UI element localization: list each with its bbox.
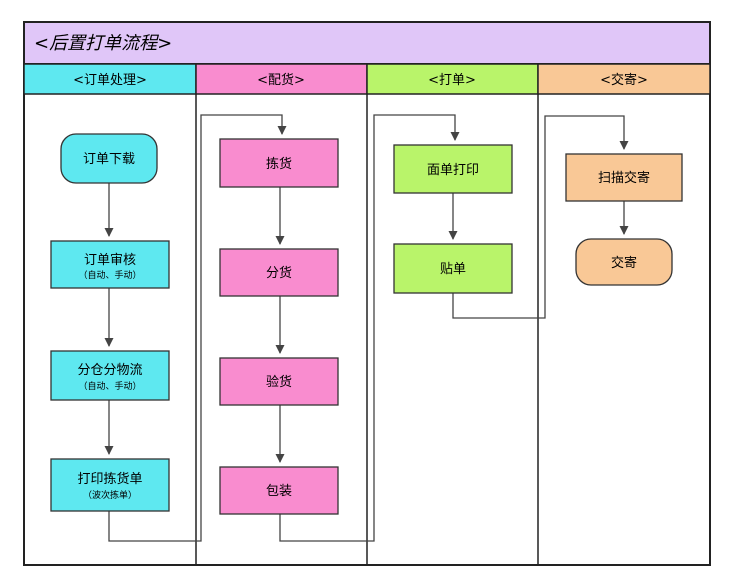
node-label: 打印拣货单: [77, 471, 142, 487]
node-sublabel: （自动、手动）: [78, 269, 141, 281]
node-label: 分仓分物流: [77, 363, 142, 378]
lane-label-handover: <交寄>: [600, 72, 648, 88]
node-sublabel: （波次拣单）: [83, 489, 137, 501]
node-label: 面单打印: [427, 163, 479, 178]
lane-header-print: [366, 63, 539, 95]
lane-header-order: [23, 63, 197, 95]
node-packing: 包装: [219, 466, 339, 515]
title-bar: [23, 21, 711, 65]
node-label: 拣货: [266, 156, 292, 172]
node-label: 分货: [266, 265, 292, 281]
node-label: 订单下载: [83, 152, 135, 167]
connector-printlist-picking: [108, 114, 287, 542]
node-label: 交寄: [611, 255, 637, 271]
node-attach-label: 贴单: [393, 243, 513, 294]
lane-label-print: <打单>: [428, 73, 476, 88]
connector-packing-waybill: [279, 114, 460, 542]
node-scan-handover: 扫描交寄: [565, 153, 683, 202]
node-label: 贴单: [440, 262, 466, 277]
node-inspection: 验货: [219, 357, 339, 406]
node-sorting: 分货: [219, 248, 339, 297]
lane-header-handover: [537, 63, 711, 95]
diagram-title: <后置打单流程>: [34, 33, 172, 54]
lane-label-pick: <配货>: [257, 72, 305, 88]
node-order-download: 订单下载: [60, 133, 158, 184]
connector-attach-scan: [452, 115, 629, 319]
lane-label-order: <订单处理>: [73, 73, 147, 88]
node-order-review: 订单审核 （自动、手动）: [50, 240, 170, 289]
node-sublabel: （自动、手动）: [78, 380, 141, 392]
node-print-waybill: 面单打印: [393, 144, 513, 194]
node-label: 扫描交寄: [598, 170, 650, 186]
node-warehouse-split: 分仓分物流 （自动、手动）: [50, 350, 170, 401]
node-label: 包装: [266, 484, 292, 499]
node-print-pick-list: 打印拣货单 （波次拣单）: [50, 458, 170, 512]
node-label: 验货: [266, 374, 292, 390]
node-handover: 交寄: [575, 238, 673, 286]
node-label: 订单审核: [84, 253, 136, 268]
node-picking: 拣货: [219, 138, 339, 188]
